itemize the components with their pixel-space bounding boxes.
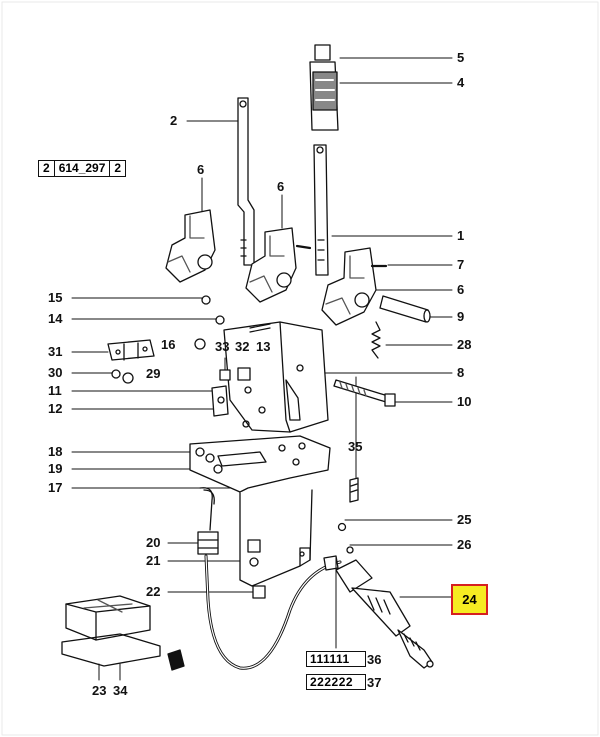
callout-33: 33 — [215, 339, 230, 354]
rail-box-36 — [306, 651, 366, 667]
callout-37: 37 — [367, 675, 382, 690]
callout-23: 23 — [92, 683, 107, 698]
callout-21: 21 — [146, 553, 161, 568]
callout-24-highlighted[interactable]: 24 — [451, 584, 488, 615]
callout-5: 5 — [457, 50, 465, 65]
selector-part-6b — [245, 227, 312, 303]
callout-7: 7 — [457, 257, 465, 272]
callout-8: 8 — [457, 365, 465, 380]
callout-2: 2 — [170, 113, 178, 128]
rail-36-digits: 111111 — [310, 652, 350, 666]
ref-box-suffix: 2 — [109, 161, 125, 176]
callout-36: 36 — [367, 652, 382, 667]
callout-20: 20 — [146, 535, 161, 550]
bolt-part-13 — [249, 323, 271, 333]
spring-part-28 — [371, 321, 381, 359]
callout-22: 22 — [146, 584, 161, 599]
rail-box-37 — [306, 674, 366, 690]
callout-14: 14 — [48, 311, 63, 326]
callout-19: 19 — [48, 461, 63, 476]
callout-26: 26 — [457, 537, 472, 552]
hardware-part-25-26 — [337, 522, 354, 554]
small-hardware — [111, 295, 225, 474]
callout-17: 17 — [48, 480, 63, 495]
lever-part-1 — [313, 144, 329, 276]
selector-part-6c — [321, 247, 388, 326]
callout-1: 1 — [457, 228, 465, 243]
callout-35: 35 — [348, 439, 363, 454]
lever-part-2 — [237, 97, 255, 266]
bolt-part-11-12 — [211, 385, 229, 417]
rail-37-digits: 222222 — [310, 675, 354, 689]
callout-18: 18 — [48, 444, 63, 459]
kit-part-23-34 — [61, 595, 185, 671]
knob-part-5-4 — [309, 44, 339, 131]
leader-lines — [71, 57, 453, 681]
ref-box-prefix: 2 — [43, 161, 50, 175]
ref-box-code: 614_297 — [53, 161, 110, 176]
screw-part-35 — [349, 477, 359, 503]
callout-28: 28 — [457, 337, 472, 352]
callout-24-label: 24 — [462, 592, 477, 607]
callout-12: 12 — [48, 401, 63, 416]
callout-10: 10 — [457, 394, 472, 409]
callout-30: 30 — [48, 365, 63, 380]
callout-25: 25 — [457, 512, 472, 527]
callout-6a: 6 — [197, 162, 205, 177]
callout-11: 11 — [48, 383, 62, 398]
callout-16: 16 — [161, 337, 176, 352]
callout-6b: 6 — [277, 179, 285, 194]
callout-15: 15 — [48, 290, 63, 305]
bracket-part-8 — [223, 321, 329, 433]
bolt-part-10 — [333, 379, 396, 407]
callout-34: 34 — [113, 683, 128, 698]
reference-box: 2 614_297 2 — [38, 160, 127, 177]
callout-9: 9 — [457, 309, 465, 324]
pin-part-9 — [379, 295, 431, 323]
callout-4: 4 — [457, 75, 465, 90]
callout-13: 13 — [256, 339, 271, 354]
callout-6c: 6 — [457, 282, 465, 297]
bolt-part-21 — [247, 539, 261, 567]
callout-31: 31 — [48, 344, 63, 359]
connector-part-20 — [197, 487, 219, 555]
clamp-part-31 — [107, 339, 155, 361]
callout-32: 32 — [235, 339, 250, 354]
callout-29: 29 — [146, 366, 161, 381]
cable-end-part-24 — [323, 555, 434, 669]
bolt-part-32-33 — [219, 367, 251, 381]
selector-part-6a — [165, 209, 216, 283]
nut-part-22 — [252, 585, 266, 599]
